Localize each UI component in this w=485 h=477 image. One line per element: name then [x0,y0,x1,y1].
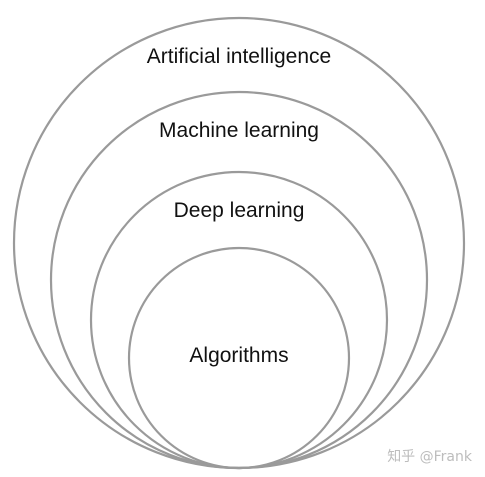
ring-artificial-intelligence [12,16,466,470]
label-artificial-intelligence: Artificial intelligence [147,45,331,68]
ring-machine-learning [49,90,429,470]
label-algorithms: Algorithms [189,344,288,367]
watermark-text: 知乎 @Frank [387,448,473,465]
label-deep-learning: Deep learning [174,199,305,222]
label-machine-learning: Machine learning [159,119,319,142]
ring-algorithms [127,246,351,470]
